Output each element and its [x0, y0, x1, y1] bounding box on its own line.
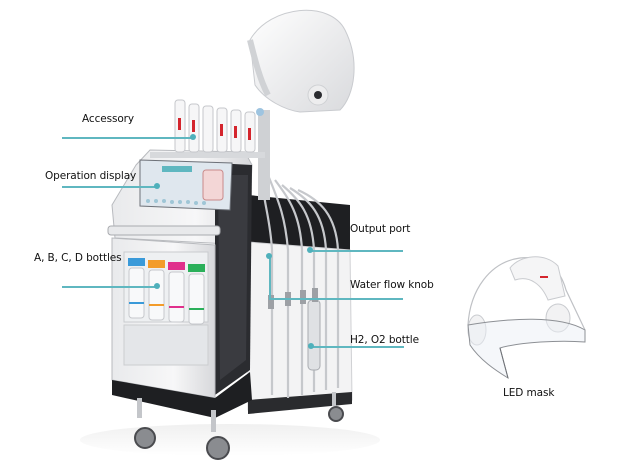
- h2-o2-cylinder: [307, 299, 321, 371]
- water-flow-knob-leader-dot: [266, 253, 272, 259]
- floor-shadow: [80, 424, 380, 456]
- water-flow-knob-leader-vertical: [269, 257, 271, 299]
- operation-display-screen: [139, 159, 233, 211]
- hoses: [260, 169, 340, 398]
- bottles-label: A, B, C, D bottles: [34, 252, 122, 264]
- h2-o2-bottle-leader-dot: [308, 343, 314, 349]
- water-flow-knob-leader-line: [269, 298, 403, 300]
- machine-led-head: [247, 9, 355, 113]
- h2-o2-bottle-label: H2, O2 bottle: [350, 334, 419, 346]
- caster-wheels: [134, 392, 344, 460]
- water-flow-knob-label: Water flow knob: [350, 279, 434, 291]
- operation-display-leader-dot: [154, 183, 160, 189]
- bottles-leader-line: [62, 286, 157, 288]
- output-port-leader-line: [311, 250, 403, 252]
- abcd-bottles: [128, 258, 205, 325]
- led-mask-label: LED mask: [503, 387, 555, 399]
- h2-o2-bottle-leader-line: [312, 346, 404, 348]
- accessory-handpieces: [150, 99, 265, 158]
- accessory-leader-line: [62, 137, 192, 139]
- operation-display-leader-line: [62, 186, 157, 188]
- output-port-label: Output port: [350, 223, 411, 235]
- bottles-leader-dot: [154, 283, 160, 289]
- accessory-label: Accessory: [82, 113, 134, 125]
- output-port-leader-dot: [307, 247, 313, 253]
- led-mask-illustration: [467, 256, 586, 380]
- operation-display-label: Operation display: [45, 170, 137, 182]
- accessory-leader-dot: [190, 134, 196, 140]
